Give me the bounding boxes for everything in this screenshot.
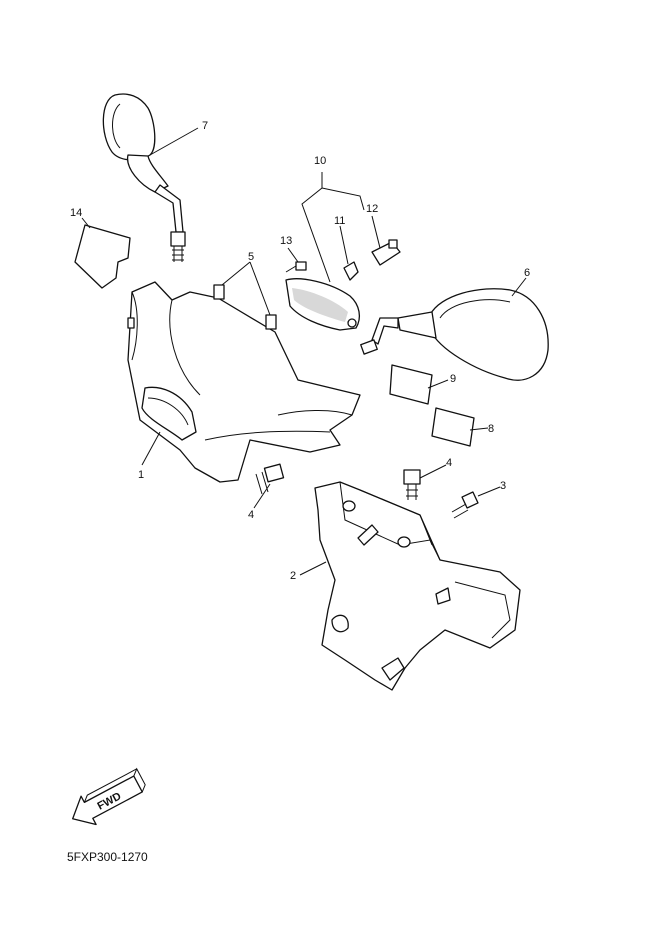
part-12-socket [371,239,401,266]
callout-5: 5 [248,251,254,263]
callout-2: 2 [290,570,296,582]
part-3-screw [451,491,479,519]
fwd-arrow-icon: FWD [72,767,146,826]
callout-1: 1 [138,469,144,481]
callout-4-left: 4 [248,509,254,521]
part-5-clips [213,284,277,330]
part-7-left-mirror [102,93,186,262]
leader-lines [81,127,527,576]
part-2-lower-cover [314,481,521,691]
part-4-bolt-right [403,469,421,500]
part-10-light-unit [285,278,361,331]
part-6-right-mirror [360,288,549,381]
callout-8: 8 [488,423,494,435]
callout-6: 6 [524,267,530,279]
part-4-bolt-left [255,463,285,495]
part-11-bulb [343,261,359,281]
callout-7: 7 [202,120,208,132]
callout-13: 13 [280,235,292,247]
callout-10: 10 [314,155,326,167]
callout-12: 12 [366,203,378,215]
callout-3: 3 [500,480,506,492]
part-8-sticker [431,407,475,447]
part-14-sticker [74,224,131,289]
callout-numbers: 7 14 1 5 13 10 11 12 6 9 8 4 3 4 2 [70,120,530,582]
diagram-code: 5FXP300-1270 [67,850,148,864]
callout-4-right: 4 [446,457,452,469]
callout-11: 11 [334,215,345,227]
callout-14: 14 [70,207,82,219]
part-1-handlebar-cover [127,281,361,483]
callout-9: 9 [450,373,456,385]
part-9-sticker [389,364,433,405]
part-13-screw [285,261,307,273]
